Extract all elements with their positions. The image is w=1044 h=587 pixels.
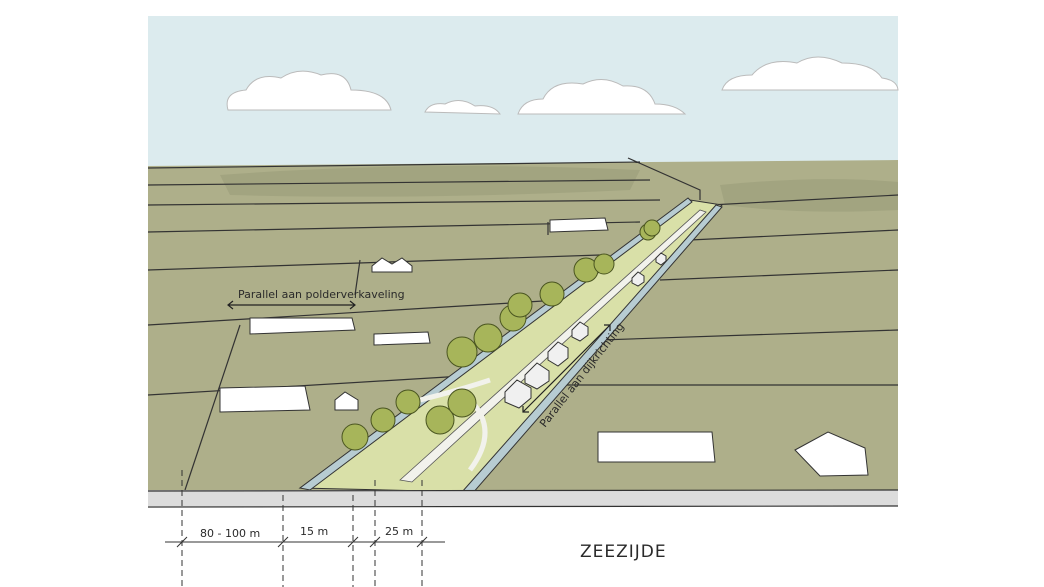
field-lines xyxy=(147,157,899,491)
dimension-label: 25 m xyxy=(385,525,413,538)
clouds xyxy=(226,56,899,115)
ground-strip xyxy=(148,490,898,506)
dike-road xyxy=(399,209,707,483)
polder-label: Parallel aan polderverkaveling xyxy=(238,288,405,301)
far-fields-shadow xyxy=(220,166,640,197)
dike-arrow xyxy=(522,324,611,413)
sea-side-label: ZEEZIJDE xyxy=(580,542,667,562)
polder-barns xyxy=(219,217,869,477)
dimension-label: 15 m xyxy=(300,525,328,538)
right-field-shadow xyxy=(720,179,898,212)
cloud xyxy=(226,70,392,111)
polder-arrow xyxy=(227,300,356,310)
cloud xyxy=(517,79,687,115)
dike-houses xyxy=(504,252,667,409)
dimension-label: 80 - 100 m xyxy=(200,527,260,540)
cloud xyxy=(424,100,501,115)
dimension-lines xyxy=(165,470,445,587)
cloud xyxy=(721,56,899,91)
ground-lines xyxy=(147,489,899,508)
tree-row xyxy=(341,219,661,451)
